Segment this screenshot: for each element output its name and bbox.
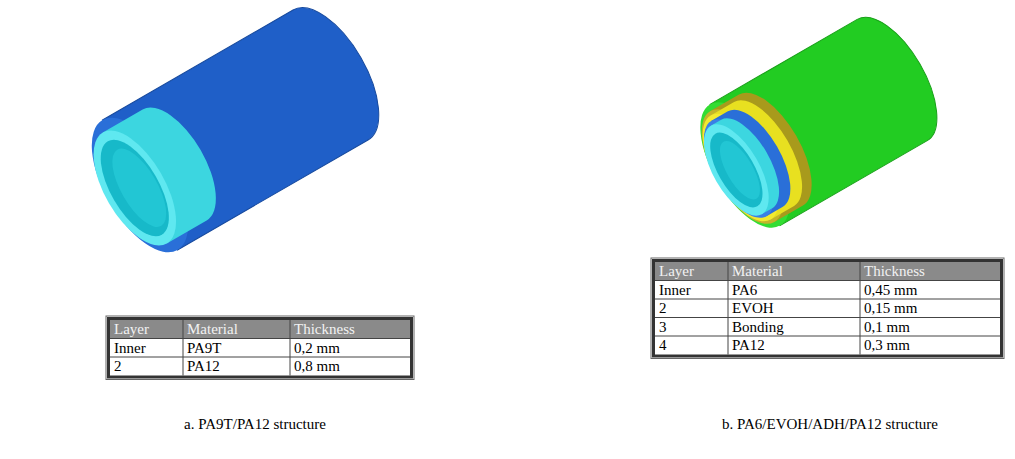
table-cell: 0,3 mm [860, 336, 910, 354]
table-cell: 3 [655, 318, 667, 336]
table-rule [110, 357, 410, 358]
bore [87, 129, 183, 247]
table-rule [655, 336, 1000, 337]
table-cell: PA9T [183, 339, 221, 357]
table-header: Material [728, 262, 783, 280]
outer-layer [710, 3, 955, 225]
tube-b [681, 3, 955, 242]
table-cell: PA12 [728, 336, 765, 354]
table-rule [655, 280, 1000, 281]
tube-a [71, 0, 398, 268]
table-header: Thickness [290, 320, 355, 338]
table-rule [860, 262, 861, 355]
table-header-band [110, 320, 410, 339]
table-cell: EVOH [728, 299, 774, 317]
table-frame [109, 319, 412, 378]
caption: a. PA9T/PA12 structure [184, 415, 326, 433]
table-frame [654, 261, 1002, 357]
bore [700, 125, 773, 216]
table-rule [110, 338, 410, 339]
table-cell: 2 [655, 299, 667, 317]
table-cell: 4 [655, 336, 667, 354]
table-cell: 0,45 mm [860, 281, 917, 299]
table-header-band [655, 262, 1000, 281]
table-header: Layer [655, 262, 694, 280]
table-cell: Inner [110, 339, 146, 357]
table-rule [655, 317, 1000, 318]
table-rule [655, 299, 1000, 300]
table-header: Thickness [860, 262, 925, 280]
table-rule [728, 262, 729, 355]
table-cell: 0,15 mm [860, 299, 917, 317]
table-cell: 2 [110, 357, 122, 375]
inner-face [77, 118, 193, 259]
table-header: Material [183, 320, 238, 338]
table-cell: PA6 [728, 281, 757, 299]
table-cell: Inner [655, 281, 691, 299]
table-cell: 0,8 mm [290, 357, 340, 375]
table-rule [290, 320, 291, 376]
table-header: Layer [110, 320, 149, 338]
caption: b. PA6/EVOH/ADH/PA12 structure [722, 415, 938, 433]
table-cell: Bonding [728, 318, 784, 336]
bonding-layer [710, 80, 828, 222]
table-cell: PA12 [183, 357, 220, 375]
table-cell: 0,2 mm [290, 339, 340, 357]
outer-layer [103, 0, 399, 250]
table-cell: 0,1 mm [860, 318, 910, 336]
table-frame [106, 316, 414, 380]
table-frame [651, 258, 1004, 359]
table-rule [183, 320, 184, 376]
